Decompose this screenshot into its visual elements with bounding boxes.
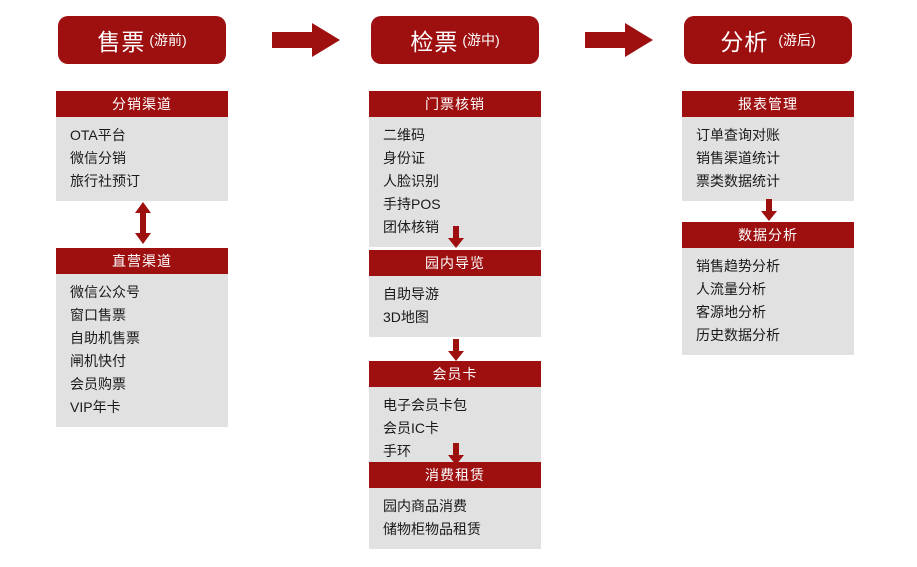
list-item: 自助机售票	[70, 330, 140, 346]
arrow-down-icon-membercard-to-rental	[448, 443, 464, 465]
card-report-management[interactable]: 报表管理 订单查询对账 销售渠道统计 票类数据统计	[682, 91, 854, 201]
list-item: 会员IC卡	[383, 420, 439, 436]
list-item: 电子会员卡包	[383, 397, 467, 413]
card-report-management-title: 报表管理	[682, 91, 854, 117]
stage-pill-analysis[interactable]: 分析 (游后)	[684, 16, 852, 64]
list-item: 旅行社预订	[70, 173, 140, 189]
list-item: OTA平台	[70, 127, 126, 143]
stage-pill-presale-title: 售票	[97, 29, 146, 55]
card-park-guide-title: 园内导览	[369, 250, 541, 276]
card-consumption-rental-title: 消费租赁	[369, 462, 541, 488]
card-consumption-rental[interactable]: 消费租赁 园内商品消费 储物柜物品租赁	[369, 462, 541, 549]
card-distribution-channel[interactable]: 分销渠道 OTA平台 微信分销 旅行社预订	[56, 91, 228, 201]
card-data-analysis-title: 数据分析	[682, 222, 854, 248]
card-ticket-verification-body: 二维码 身份证 人脸识别 手持POS 团体核销	[369, 117, 541, 247]
card-data-analysis-body: 销售趋势分析 人流量分析 客源地分析 历史数据分析	[682, 248, 854, 355]
arrow-right-icon-stage1-to-stage2	[272, 23, 340, 57]
list-item: 手环	[383, 443, 411, 459]
card-consumption-rental-body: 园内商品消费 储物柜物品租赁	[369, 488, 541, 549]
list-item: 二维码	[383, 127, 425, 143]
arrow-down-icon-verification-to-guide	[448, 226, 464, 248]
card-ticket-verification[interactable]: 门票核销 二维码 身份证 人脸识别 手持POS 团体核销	[369, 91, 541, 247]
arrow-down-icon-report-to-analysis	[761, 199, 777, 221]
list-item: 微信公众号	[70, 284, 140, 300]
card-member-card-body: 电子会员卡包 会员IC卡 手环	[369, 387, 541, 471]
list-item: 自助导游	[383, 286, 439, 302]
card-ticket-verification-title: 门票核销	[369, 91, 541, 117]
list-item: 团体核销	[383, 219, 439, 235]
card-direct-channel[interactable]: 直营渠道 微信公众号 窗口售票 自助机售票 闸机快付 会员购票 VIP年卡	[56, 248, 228, 427]
list-item: 储物柜物品租赁	[383, 521, 481, 537]
arrow-up-down-icon-channels	[135, 202, 151, 244]
list-item: 销售趋势分析	[696, 258, 780, 274]
card-distribution-channel-body: OTA平台 微信分销 旅行社预订	[56, 117, 228, 201]
list-item: 客源地分析	[696, 304, 766, 320]
card-direct-channel-body: 微信公众号 窗口售票 自助机售票 闸机快付 会员购票 VIP年卡	[56, 274, 228, 427]
stage-pill-analysis-subtitle: (游后)	[778, 32, 816, 48]
list-item: 会员购票	[70, 376, 126, 392]
list-item: 销售渠道统计	[696, 150, 780, 166]
list-item: 园内商品消费	[383, 498, 467, 514]
card-report-management-body: 订单查询对账 销售渠道统计 票类数据统计	[682, 117, 854, 201]
stage-pill-presale[interactable]: 售票 (游前)	[58, 16, 226, 64]
list-item: 订单查询对账	[696, 127, 780, 143]
stage-pill-ticketcheck[interactable]: 检票 (游中)	[371, 16, 539, 64]
list-item: 历史数据分析	[696, 327, 780, 343]
list-item: 闸机快付	[70, 353, 126, 369]
list-item: 票类数据统计	[696, 173, 780, 189]
list-item: 人脸识别	[383, 173, 439, 189]
arrow-down-icon-guide-to-membercard	[448, 339, 464, 361]
card-member-card-title: 会员卡	[369, 361, 541, 387]
card-direct-channel-title: 直营渠道	[56, 248, 228, 274]
list-item: 窗口售票	[70, 307, 126, 323]
list-item: 身份证	[383, 150, 425, 166]
card-distribution-channel-title: 分销渠道	[56, 91, 228, 117]
stage-pill-presale-subtitle: (游前)	[149, 32, 187, 48]
stage-pill-ticketcheck-title: 检票	[410, 29, 459, 55]
list-item: 微信分销	[70, 150, 126, 166]
list-item: VIP年卡	[70, 399, 121, 415]
list-item: 3D地图	[383, 309, 429, 325]
card-data-analysis[interactable]: 数据分析 销售趋势分析 人流量分析 客源地分析 历史数据分析	[682, 222, 854, 355]
card-park-guide[interactable]: 园内导览 自助导游 3D地图	[369, 250, 541, 337]
stage-pill-analysis-title: 分析	[720, 29, 769, 55]
card-park-guide-body: 自助导游 3D地图	[369, 276, 541, 337]
stage-pill-ticketcheck-subtitle: (游中)	[462, 32, 500, 48]
list-item: 手持POS	[383, 196, 441, 212]
list-item: 人流量分析	[696, 281, 766, 297]
arrow-right-icon-stage2-to-stage3	[585, 23, 653, 57]
